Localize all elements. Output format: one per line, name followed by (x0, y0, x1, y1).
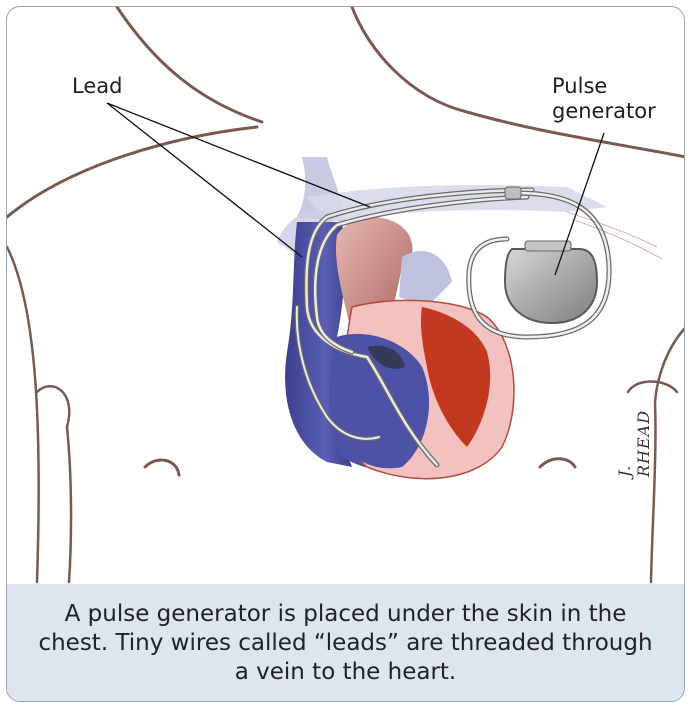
artist-signature: J. RHEAD (615, 408, 653, 477)
caption-panel: A pulse generator is placed under the sk… (7, 584, 684, 702)
pulse-generator-label-line1: Pulse (552, 74, 656, 99)
figure-frame: Lead Pulse generator J. RHEAD A pulse ge… (6, 6, 685, 702)
pulse-generator-label: Pulse generator (552, 74, 656, 124)
lead-label: Lead (72, 74, 122, 99)
caption-text: A pulse generator is placed under the sk… (36, 600, 656, 687)
lead-leader-line-lower (107, 103, 302, 257)
pulse-generator-label-line2: generator (552, 99, 656, 124)
lead-leader-line-upper (107, 103, 370, 207)
pulse-generator-device (505, 241, 597, 323)
